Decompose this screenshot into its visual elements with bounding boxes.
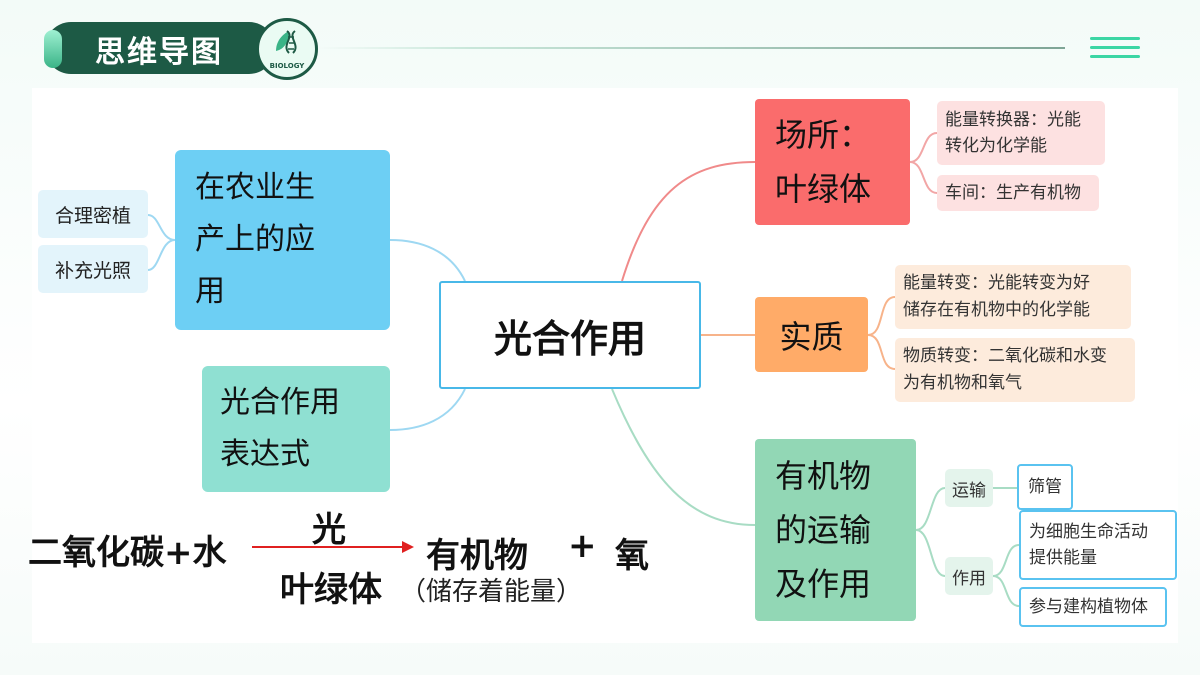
supplement-light-node[interactable]: 补充光照	[38, 245, 148, 293]
connector-organic-kids	[915, 487, 946, 577]
menu-icon-bar-1	[1090, 37, 1140, 40]
center-node[interactable]: 光合作用	[439, 281, 701, 389]
sieve-tube-label: 筛管	[1028, 477, 1062, 497]
dna-leaf-icon	[276, 30, 297, 54]
connector-center-expr	[389, 388, 466, 431]
connector-essence-kids	[867, 296, 896, 370]
essence-label: 实质	[779, 317, 844, 356]
equation-condition-light: 光	[312, 510, 346, 550]
provide-energy-label: 为细胞生命活动 提供能量	[1029, 522, 1148, 568]
agriculture-node[interactable]: 在农业生 产上的应 用	[175, 150, 390, 330]
build-plant-node[interactable]: 参与建构植物体	[1019, 587, 1167, 627]
reaction-arrow-head	[402, 541, 414, 553]
connector-center-agri	[389, 239, 466, 282]
menu-icon-bar-3	[1090, 55, 1140, 58]
header-divider	[318, 47, 1065, 49]
function-label: 作用	[952, 568, 986, 589]
connector-function-kids	[992, 544, 1020, 607]
connector-center-organic	[611, 388, 756, 526]
transport-node[interactable]: 运输	[945, 469, 993, 507]
organic-node[interactable]: 有机物 的运输 及作用	[755, 439, 916, 621]
matter-change-label: 物质转变：二氧化碳和水变 为有机物和氧气	[903, 346, 1107, 393]
expression-node[interactable]: 光合作用 表达式	[202, 366, 390, 492]
menu-icon-bar-2	[1090, 46, 1140, 49]
center-label: 光合作用	[493, 316, 646, 361]
logo-label: BIOLOGY	[269, 62, 305, 70]
equation-product-oxygen: 氧	[615, 536, 649, 576]
expression-label: 光合作用 表达式	[220, 385, 340, 472]
connector-place-kids	[909, 132, 938, 194]
place-label: 场所： 叶绿体	[775, 116, 872, 208]
page-title: 思维导图	[95, 35, 223, 70]
biology-logo: BIOLOGY	[256, 18, 318, 80]
matter-change-node[interactable]: 物质转变：二氧化碳和水变 为有机物和氧气	[895, 338, 1135, 402]
dense-planting-label: 合理密植	[54, 204, 131, 227]
agriculture-label: 在农业生 产上的应 用	[195, 170, 315, 309]
supplement-light-label: 补充光照	[54, 259, 131, 282]
build-plant-label: 参与建构植物体	[1029, 597, 1148, 617]
function-node[interactable]: 作用	[945, 557, 993, 595]
energy-change-label: 能量转变：光能转变为好 储存在有机物中的化学能	[903, 273, 1090, 320]
equation-reactants: 二氧化碳+水	[28, 533, 227, 573]
workshop-label: 车间：生产有机物	[945, 183, 1081, 203]
organic-label: 有机物 的运输 及作用	[775, 457, 872, 603]
transport-label: 运输	[952, 480, 986, 501]
energy-change-node[interactable]: 能量转变：光能转变为好 储存在有机物中的化学能	[895, 265, 1131, 329]
essence-node[interactable]: 实质	[755, 297, 868, 372]
place-node[interactable]: 场所： 叶绿体	[755, 99, 910, 225]
connector-agri-kids	[147, 214, 176, 271]
equation-energy-note: （储存着能量）	[400, 577, 583, 607]
connector-center-place	[621, 161, 756, 282]
equation-condition-chloroplast: 叶绿体	[280, 570, 382, 610]
provide-energy-node[interactable]: 为细胞生命活动 提供能量	[1019, 510, 1177, 580]
dense-planting-node[interactable]: 合理密植	[38, 190, 148, 238]
sieve-tube-node[interactable]: 筛管	[1017, 464, 1073, 510]
workshop-node[interactable]: 车间：生产有机物	[937, 175, 1099, 211]
energy-converter-node[interactable]: 能量转换器：光能 转化为化学能	[937, 101, 1105, 165]
header-accent	[44, 30, 62, 68]
energy-converter-label: 能量转换器：光能 转化为化学能	[945, 110, 1081, 156]
header-banner	[45, 22, 275, 74]
equation-plus: +	[568, 526, 597, 566]
equation-product-organic: 有机物	[426, 536, 528, 576]
